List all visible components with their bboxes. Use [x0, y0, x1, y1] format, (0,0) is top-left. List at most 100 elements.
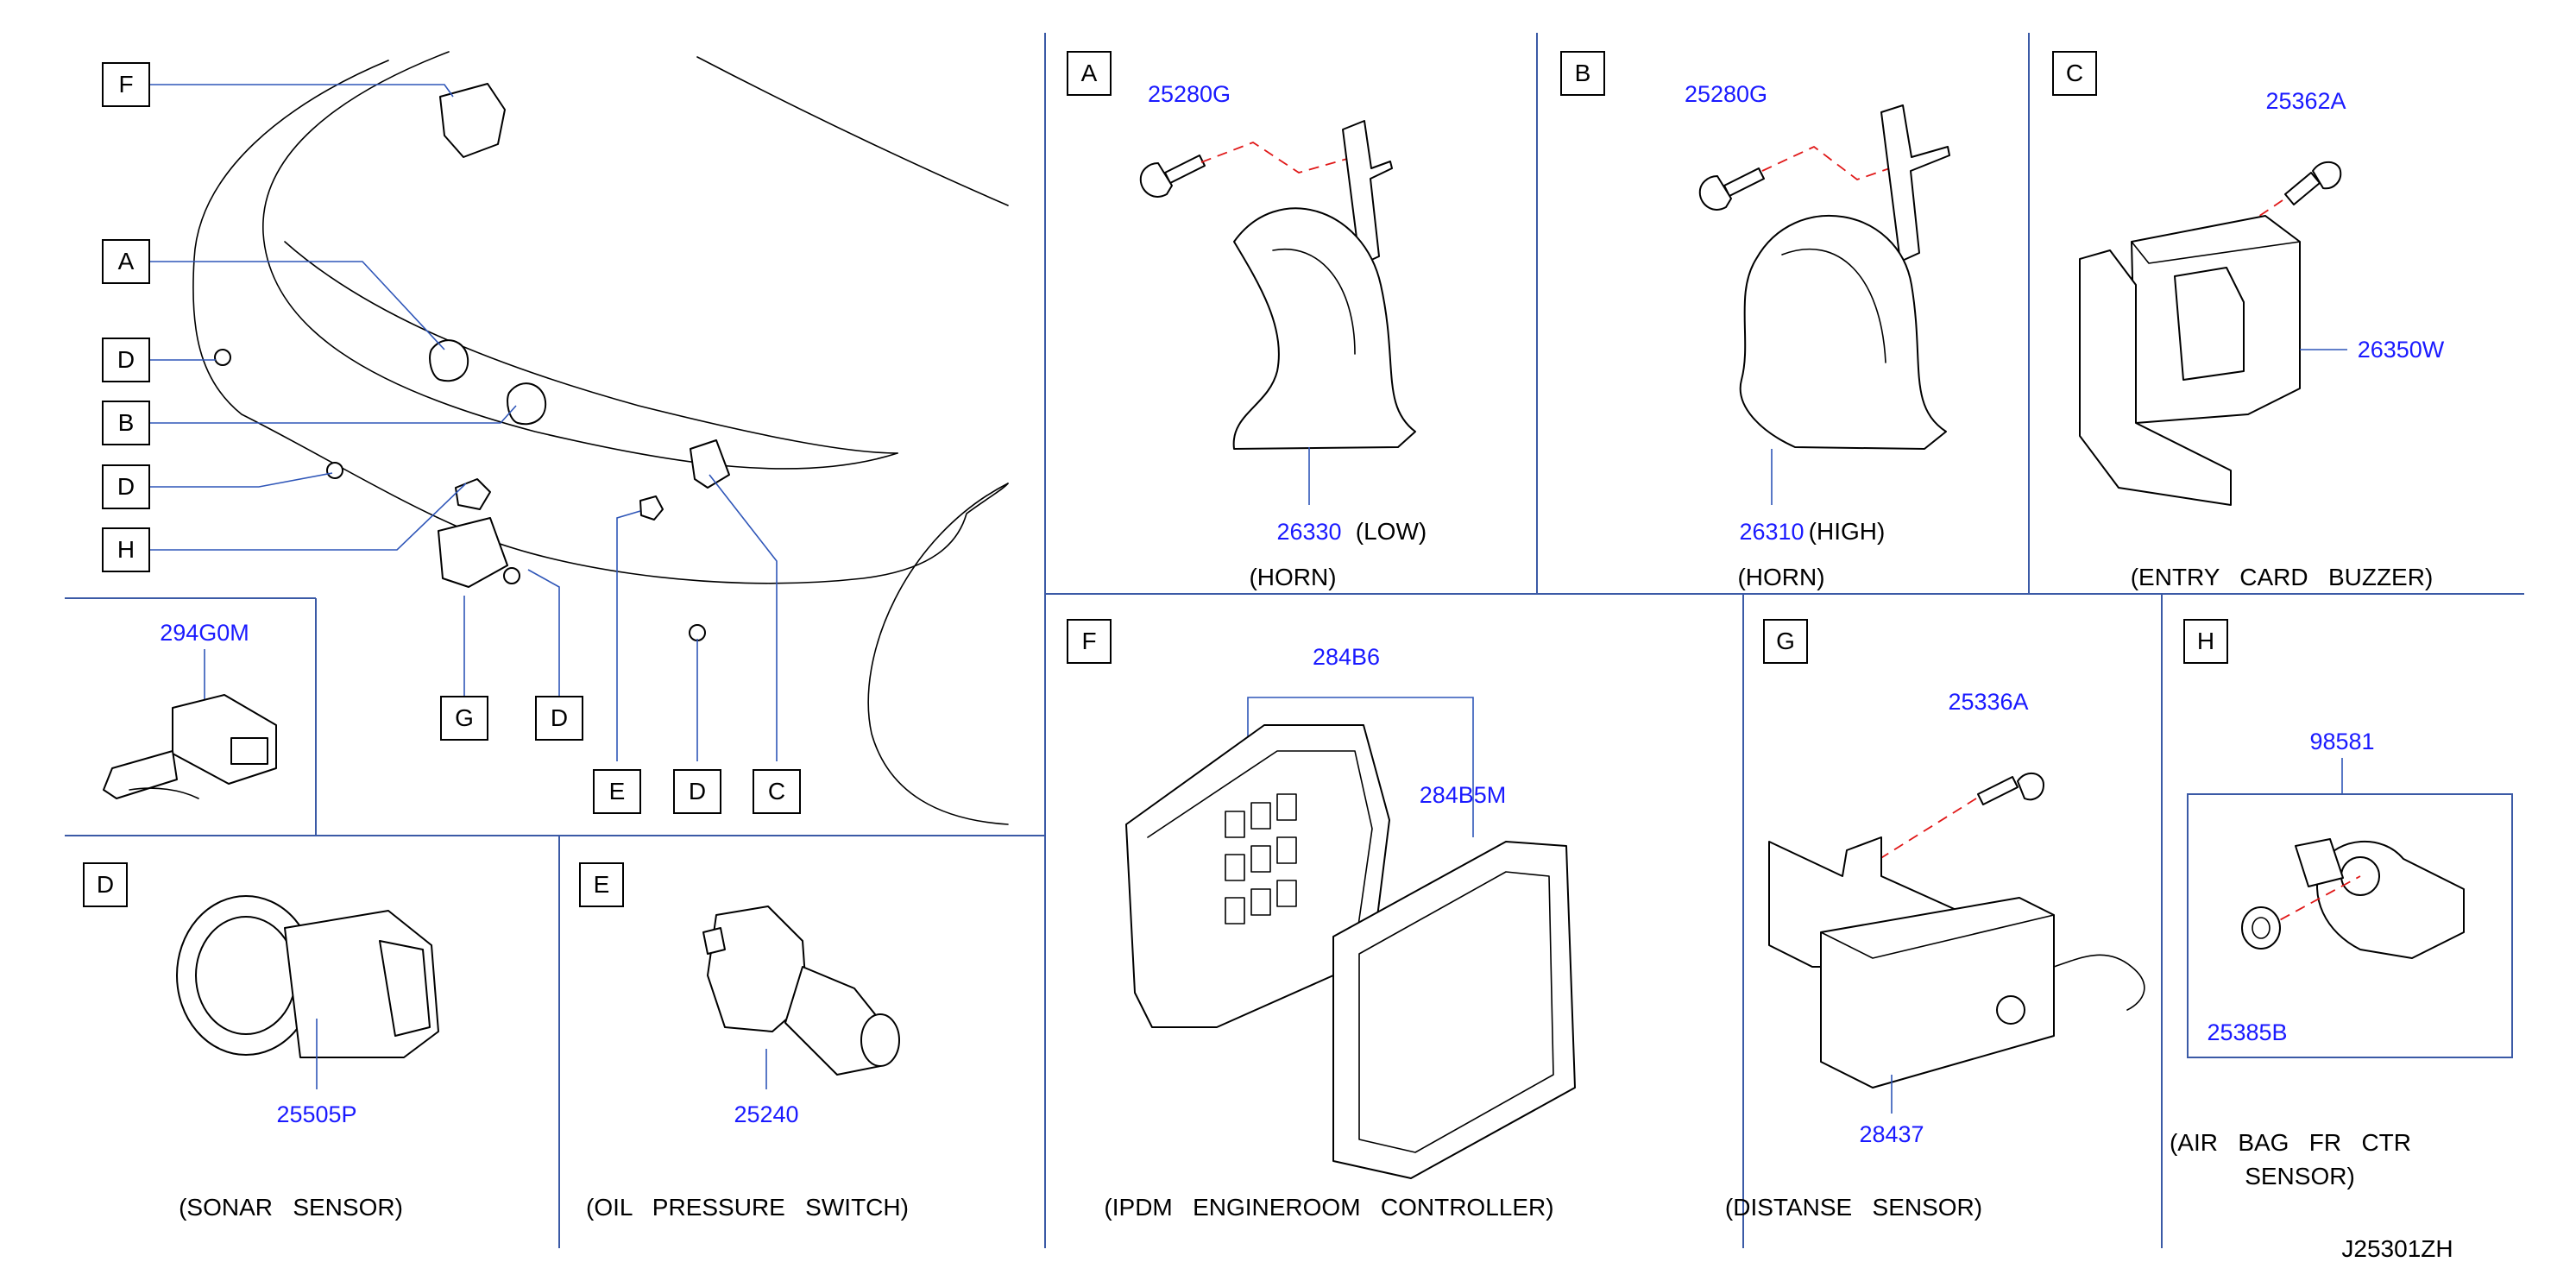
bolt-icon [1139, 155, 1206, 198]
panel-h: H 98581 25385B (AIR BAG FR CTR SENSOR) [2170, 619, 2513, 1190]
diagram-id: J25301ZH [2341, 1235, 2453, 1262]
bolt-icon [1698, 167, 1765, 211]
callout-d-4: D [673, 769, 721, 814]
panel-d-part: 25505P [276, 1101, 356, 1127]
panel-b-bolt-part: 25280G [1685, 81, 1767, 107]
panel-a-main-part: 26330 [1276, 519, 1341, 545]
panel-h-letter: H [2197, 628, 2214, 654]
fascia-outline [262, 51, 898, 470]
panel-d-caption: (SONAR SENSOR) [179, 1194, 403, 1221]
panel-b-variant: (HIGH) [1809, 518, 1886, 545]
panel-g-main-part: 28437 [1859, 1121, 1924, 1147]
panel-b-main-part: 26310 [1739, 519, 1804, 545]
callout-c: C [753, 769, 801, 814]
hood-outline [696, 56, 1009, 206]
panel-f: F 284B6 284B5M (IPDM ENGINEROOM CONTROLL… [1067, 619, 1576, 1221]
svg-text:H: H [117, 536, 135, 563]
wheel-arch [867, 483, 1009, 825]
overview-callouts: F A D B D H G D E D C [102, 62, 801, 814]
bolt-icon [1977, 772, 2044, 805]
callout-e: E [593, 769, 641, 814]
ipdm-frame [1332, 841, 1576, 1179]
callout-b: B [102, 401, 150, 445]
panel-c-bolt-part: 25362A [2265, 88, 2346, 114]
callout-g: G [440, 696, 488, 741]
panel-c-caption: (ENTRY CARD BUZZER) [2131, 564, 2434, 590]
svg-text:G: G [455, 704, 474, 731]
panel-b-letter: B [1575, 60, 1591, 86]
panel-b-caption: (HORN) [1737, 564, 1824, 590]
panel-e-part: 25240 [734, 1101, 798, 1127]
sonar-small-4 [689, 624, 706, 641]
screw-icon [2284, 161, 2342, 205]
vehicle-overview [192, 51, 1009, 825]
panel-h-nut-part: 25385B [2207, 1019, 2287, 1045]
panel-f-part-b: 284B5M [1420, 782, 1507, 808]
bumper-outline [192, 60, 1009, 584]
overview-parts [214, 83, 730, 641]
horn-bracket [1880, 104, 1950, 262]
svg-text:A: A [118, 248, 135, 274]
panel-h-caption-2: SENSOR) [2245, 1163, 2355, 1190]
panel-a: A 25280G 26330 (LOW) (HORN) [1067, 51, 1427, 590]
sonar-small-2 [326, 462, 343, 479]
panel-g-letter: G [1776, 628, 1795, 654]
fuse-slots [1225, 793, 1297, 924]
panel-f-caption: (IPDM ENGINEROOM CONTROLLER) [1104, 1194, 1553, 1221]
callout-f: F [102, 62, 150, 107]
panel-a-letter: A [1081, 60, 1098, 86]
panel-d: D 25505P (SONAR SENSOR) [83, 862, 439, 1221]
airbag-sensor-small [455, 478, 491, 510]
svg-text:E: E [609, 778, 626, 805]
overview-leaders [149, 84, 778, 761]
panel-g-caption: (DISTANSE SENSOR) [1725, 1194, 1982, 1221]
panel-c-letter: C [2066, 60, 2083, 86]
svg-text:C: C [768, 778, 785, 805]
svg-text:F: F [118, 71, 133, 98]
callout-h: H [102, 527, 150, 572]
panel-h-main-part: 98581 [2309, 729, 2374, 754]
nut-icon [2241, 906, 2281, 950]
callout-d-1: D [102, 338, 150, 382]
panel-d-letter: D [97, 871, 114, 898]
horn-body [1232, 207, 1416, 450]
panel-dividers [65, 33, 2524, 1248]
panel-a-variant: (LOW) [1356, 518, 1427, 545]
buzzer-bracket [2079, 249, 2232, 506]
entry-buzzer-small [439, 83, 506, 158]
airbag-sensor-body [2316, 841, 2465, 959]
sonar-small-3 [503, 567, 520, 584]
panel-c-main-part: 26350W [2358, 337, 2445, 363]
svg-text:D: D [117, 473, 135, 500]
horn-high-small [507, 382, 547, 426]
panel-e-caption: (OIL PRESSURE SWITCH) [586, 1194, 909, 1221]
horn-body [1739, 214, 1947, 450]
panel-a-caption: (HORN) [1249, 564, 1336, 590]
horn-low-small [429, 339, 469, 382]
oil-switch-small [639, 495, 664, 521]
panel-h-caption-1: (AIR BAG FR CTR [2170, 1129, 2411, 1156]
panel-c: C 25362A 26350W (ENTRY CARD BUZZER) [2052, 51, 2445, 590]
callout-d-3: D [535, 696, 583, 741]
panel-e: E 25240 (OIL PRESSURE SWITCH) [579, 862, 909, 1221]
body-line [284, 241, 898, 454]
connector-part: 294G0M [160, 620, 249, 646]
callout-a: A [102, 239, 150, 284]
panel-e-letter: E [594, 871, 610, 898]
panel-g-bolt-part: 25336A [1948, 689, 2028, 715]
svg-text:D: D [551, 704, 568, 731]
panel-connector: 294G0M [103, 620, 277, 799]
sensor-body [1820, 897, 2055, 1089]
panel-b: B 25280G 26310 (HIGH) (HORN) [1560, 51, 1950, 590]
svg-text:D: D [117, 346, 135, 373]
ipdm-small [690, 439, 730, 489]
callout-d-2: D [102, 464, 150, 509]
svg-text:B: B [118, 409, 135, 436]
panel-g: G 25336A 28437 (DISTANSE SENSOR) [1725, 619, 2145, 1221]
panel-f-part-a: 284B6 [1313, 644, 1380, 670]
distance-sensor-small [438, 517, 508, 588]
panel-a-bolt-part: 25280G [1148, 81, 1231, 107]
svg-text:D: D [689, 778, 706, 805]
panel-f-letter: F [1081, 628, 1096, 654]
